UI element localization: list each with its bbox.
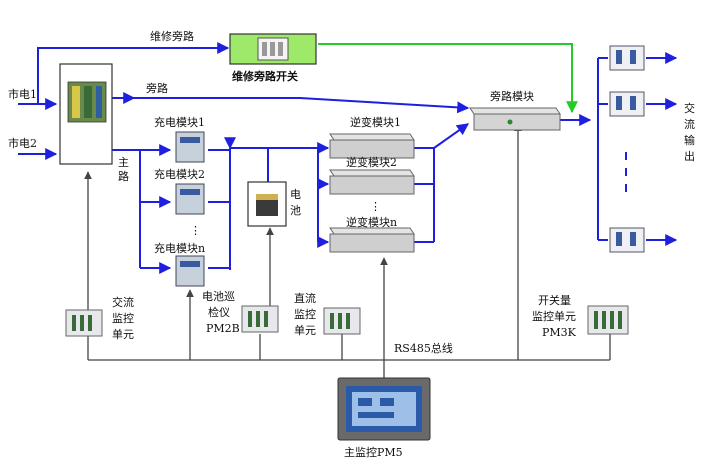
label-charger-dots: ⋮ [190,224,201,237]
label-battery-2: 池 [290,204,301,217]
label-ac-output-4: 出 [684,149,695,163]
label-ac-monitor-3: 单元 [112,328,134,341]
label-mains2: 市电2 [8,136,37,150]
output-breaker-2 [609,91,645,117]
label-battery-1: 电 [290,188,301,201]
bypass-module [469,107,561,131]
label-maint-switch: 维修旁路开关 [232,69,298,83]
dc-monitor-unit [323,307,361,335]
label-switch-monitor-2: 监控单元 [532,309,576,323]
label-inverter-2: 逆变模块2 [346,155,397,169]
label-ac-monitor-2: 监控 [112,311,134,325]
label-ac-output-2: 流 [684,117,695,131]
maint-bypass-switch [229,33,317,65]
label-battery-inspect-2: 检仪 [208,305,230,319]
switch-monitor-unit [587,305,629,335]
battery [247,181,287,227]
label-dc-monitor-2: 监控 [294,307,316,321]
label-main-path-1: 主 [118,156,129,169]
main-monitor-pm5 [337,377,431,441]
label-charger-n: 充电模块n [154,241,205,255]
label-ac-output-1: 交 [684,101,695,115]
label-battery-inspect-1: 电池巡 [202,290,235,303]
labels: 市电1 市电2 维修旁路 维修旁路开关 旁路 主 路 充电模块1 充电模块2 ⋮… [8,29,695,459]
label-ac-output-3: 输 [684,133,695,147]
label-switch-monitor-1: 开关量 [538,293,571,307]
label-main-monitor: 主监控PM5 [344,445,403,459]
label-inverter-n: 逆变模块n [346,215,397,229]
battery-inspection-unit [241,305,279,333]
label-bypass-module: 旁路模块 [490,89,534,103]
ac-monitor-unit [65,309,103,337]
label-bypass: 旁路 [146,81,168,95]
label-charger-1: 充电模块1 [154,115,205,129]
label-maint-bypass: 维修旁路 [150,29,194,43]
charger-module-2 [175,183,205,215]
label-inverter-1: 逆变模块1 [350,115,401,129]
inverter-module-2 [329,169,415,195]
output-breaker-n [609,227,645,253]
label-rs485: RS485总线 [394,341,453,355]
label-dc-monitor-3: 单元 [294,324,316,337]
charger-module-n [175,255,205,287]
label-main-path-2: 路 [118,170,129,183]
power-lines [18,42,678,274]
label-dc-monitor-1: 直流 [294,291,316,305]
label-charger-2: 充电模块2 [154,167,205,181]
output-breaker-1 [609,45,645,71]
label-switch-monitor-3: PM3K [542,326,577,339]
input-switch-cabinet [59,63,113,165]
label-mains1: 市电1 [8,87,37,101]
inverter-module-1 [329,133,415,159]
inverter-module-n [329,227,415,253]
signal-lines [84,123,611,380]
label-battery-inspect-3: PM2B [206,322,240,335]
label-ac-monitor-1: 交流 [112,295,134,309]
label-inverter-dots: ⋮ [370,200,381,213]
charger-module-1 [175,131,205,163]
maint-bypass-line [318,43,578,114]
